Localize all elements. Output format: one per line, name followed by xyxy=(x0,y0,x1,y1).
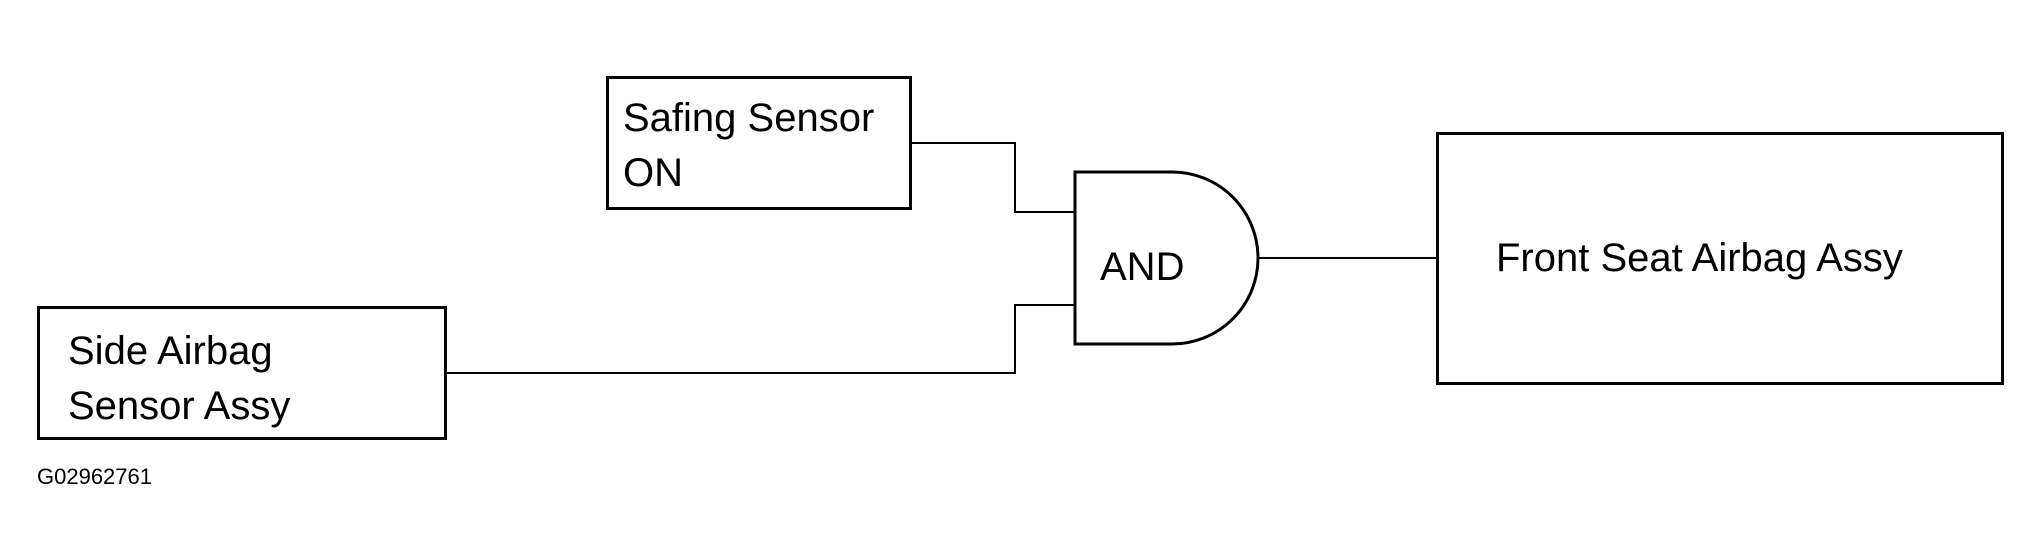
and-gate-label: AND xyxy=(1100,245,1185,289)
safing-sensor-line2: ON xyxy=(623,151,683,195)
front-seat-airbag-box: Front Seat Airbag Assy xyxy=(1436,132,2004,385)
side-airbag-sensor-line1: Side Airbag xyxy=(68,329,273,373)
figure-code: G02962761 xyxy=(37,464,152,489)
safing-sensor-line1: Safing Sensor xyxy=(623,96,875,140)
wire-side-to-and xyxy=(447,304,1075,374)
front-seat-airbag-label: Front Seat Airbag Assy xyxy=(1496,236,1903,280)
side-airbag-sensor-line2: Sensor Assy xyxy=(68,384,291,428)
and-gate-shape xyxy=(1073,170,1260,346)
wire-safing-to-and xyxy=(912,142,1075,213)
